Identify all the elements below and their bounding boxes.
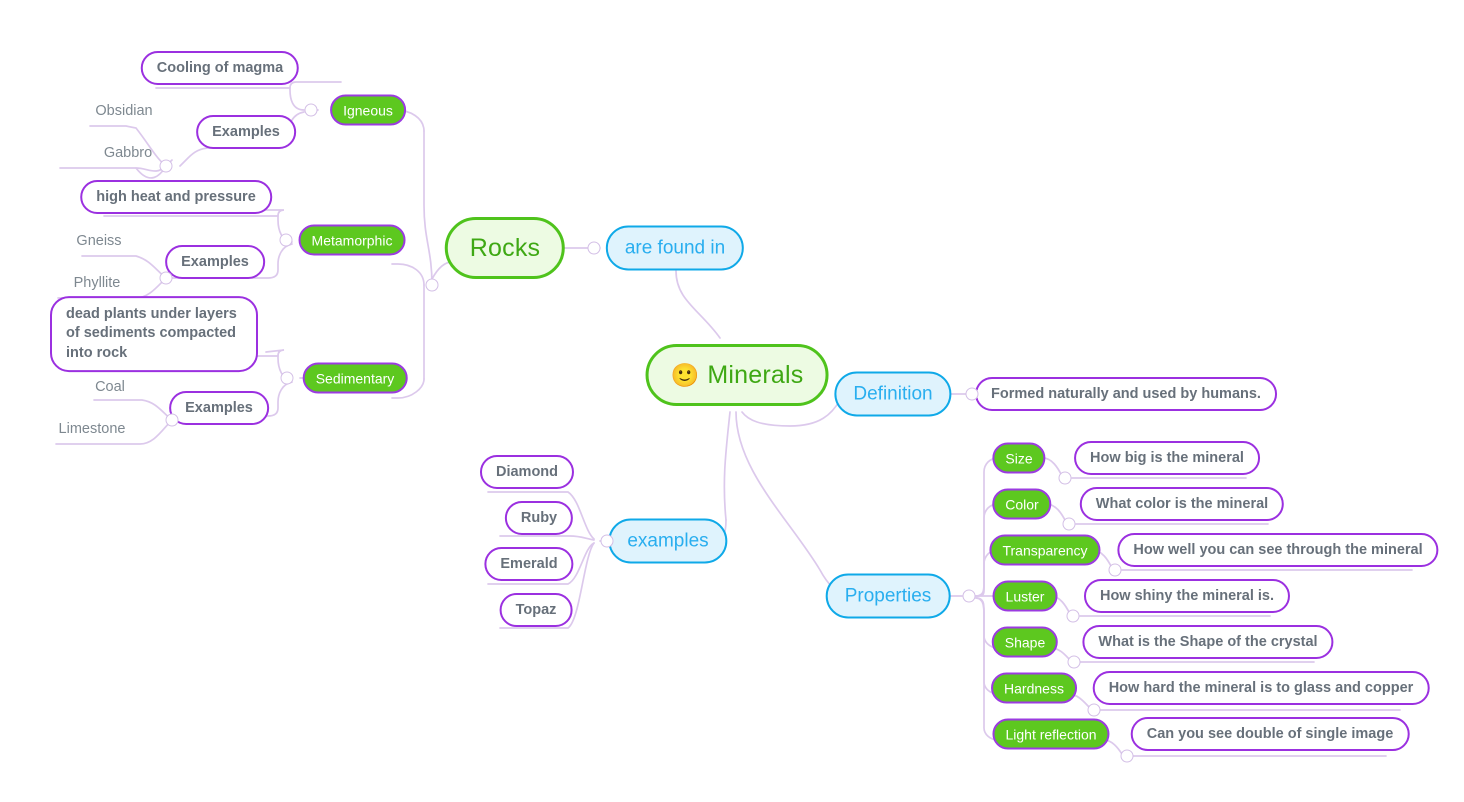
property-detail-light-reflection-label: Can you see double of single image — [1146, 726, 1394, 742]
mineral-example-topaz[interactable]: Topaz — [499, 593, 573, 627]
connector-dot-metamorphic — [279, 233, 293, 247]
connector-dot-prop-luster — [1066, 609, 1080, 623]
property-node-luster[interactable]: Luster — [992, 580, 1058, 612]
property-node-color-label: Color — [1005, 496, 1039, 512]
connector-dot-prop-transparency — [1108, 563, 1122, 577]
connector-dot-prop-size — [1058, 471, 1072, 485]
connector-dot-metamorphic-examples — [159, 271, 173, 285]
property-node-shape[interactable]: Shape — [991, 626, 1059, 658]
connector-dot-sedimentary — [280, 371, 294, 385]
relation-node-properties-label: Properties — [844, 585, 932, 606]
definition-detail-node[interactable]: Formed naturally and used by humans. — [975, 377, 1277, 411]
igneous-examples-label: Examples — [212, 124, 280, 140]
igneous-example-gabbro-label: Gabbro — [103, 145, 153, 161]
sedimentary-formation-node[interactable]: dead plants under layers of sediments co… — [50, 296, 258, 372]
igneous-examples-node[interactable]: Examples — [196, 115, 296, 149]
property-detail-luster-label: How shiny the mineral is. — [1099, 588, 1275, 604]
sedimentary-example-limestone-label: Limestone — [58, 421, 126, 437]
mineral-example-emerald[interactable]: Emerald — [484, 547, 574, 581]
metamorphic-formation-node[interactable]: high heat and pressure — [80, 180, 272, 214]
root-node-rocks[interactable]: Rocks — [444, 217, 566, 279]
property-detail-size-label: How big is the mineral — [1090, 450, 1244, 466]
property-node-hardness[interactable]: Hardness — [991, 672, 1077, 704]
rock-type-metamorphic-label: Metamorphic — [311, 232, 393, 248]
property-detail-hardness[interactable]: How hard the mineral is to glass and cop… — [1092, 671, 1430, 705]
mineral-example-diamond-label: Diamond — [495, 464, 559, 480]
root-node-rocks-label: Rocks — [469, 233, 541, 262]
definition-detail-label: Formed naturally and used by humans. — [991, 386, 1261, 402]
connector-dot-rocks-hub — [425, 278, 439, 292]
property-node-light-reflection[interactable]: Light reflection — [992, 718, 1110, 750]
rock-type-metamorphic[interactable]: Metamorphic — [298, 224, 406, 256]
property-detail-size[interactable]: How big is the mineral — [1074, 441, 1260, 475]
connector-dot-prop-color — [1062, 517, 1076, 531]
property-detail-transparency[interactable]: How well you can see through the mineral — [1117, 533, 1439, 567]
property-detail-shape-label: What is the Shape of the crystal — [1098, 634, 1318, 650]
connector-dot-prop-shape — [1067, 655, 1081, 669]
connector-dot-properties — [962, 589, 976, 603]
relation-node-are-found-in[interactable]: are found in — [605, 225, 745, 271]
mineral-example-topaz-label: Topaz — [515, 602, 557, 618]
igneous-example-obsidian-label: Obsidian — [95, 103, 153, 119]
relation-node-properties[interactable]: Properties — [825, 573, 951, 619]
mineral-example-emerald-label: Emerald — [500, 556, 558, 572]
igneous-example-gabbro[interactable]: Gabbro — [104, 145, 152, 161]
sedimentary-examples-label: Examples — [185, 400, 253, 416]
metamorphic-formation-label: high heat and pressure — [96, 189, 256, 205]
metamorphic-examples-label: Examples — [181, 254, 249, 270]
slightly-smiling-face-icon: 🙂 — [670, 361, 700, 388]
mineral-example-ruby[interactable]: Ruby — [504, 501, 574, 535]
sedimentary-examples-node[interactable]: Examples — [169, 391, 269, 425]
igneous-example-obsidian[interactable]: Obsidian — [95, 103, 152, 119]
mineral-example-ruby-label: Ruby — [520, 510, 558, 526]
property-node-shape-label: Shape — [1004, 634, 1046, 650]
sedimentary-formation-label: dead plants under layers of sediments co… — [66, 306, 237, 361]
property-node-transparency[interactable]: Transparency — [989, 534, 1101, 566]
relation-node-definition[interactable]: Definition — [834, 371, 952, 417]
connector-dot-prop-light-reflection — [1120, 749, 1134, 763]
sedimentary-example-coal-label: Coal — [95, 379, 125, 395]
rock-type-sedimentary-label: Sedimentary — [315, 370, 395, 386]
property-node-hardness-label: Hardness — [1004, 680, 1064, 696]
property-detail-color-label: What color is the mineral — [1095, 496, 1269, 512]
property-node-size-label: Size — [1005, 450, 1033, 466]
property-node-color[interactable]: Color — [992, 488, 1052, 520]
property-node-light-reflection-label: Light reflection — [1005, 726, 1097, 742]
connector-dot-igneous — [304, 103, 318, 117]
metamorphic-example-phyllite-label: Phyllite — [73, 275, 121, 291]
metamorphic-example-phyllite[interactable]: Phyllite — [74, 275, 121, 291]
metamorphic-example-gneiss[interactable]: Gneiss — [76, 233, 121, 249]
connector-dot-sedimentary-examples — [165, 413, 179, 427]
rock-type-igneous[interactable]: Igneous — [330, 94, 406, 126]
mineral-example-diamond[interactable]: Diamond — [479, 455, 575, 489]
root-node-minerals-label: Minerals — [707, 360, 804, 389]
property-detail-shape[interactable]: What is the Shape of the crystal — [1082, 625, 1334, 659]
relation-node-examples-label: examples — [627, 530, 709, 551]
property-node-transparency-label: Transparency — [1002, 542, 1088, 558]
connector-dot-examples — [600, 534, 614, 548]
property-detail-hardness-label: How hard the mineral is to glass and cop… — [1108, 680, 1414, 696]
rock-type-igneous-label: Igneous — [343, 102, 393, 118]
property-node-luster-label: Luster — [1005, 588, 1045, 604]
connector-dot-definition — [965, 387, 979, 401]
sedimentary-example-limestone[interactable]: Limestone — [59, 421, 126, 437]
igneous-formation-node[interactable]: Cooling of magma — [140, 51, 300, 85]
property-node-size[interactable]: Size — [992, 442, 1046, 474]
sedimentary-example-coal[interactable]: Coal — [95, 379, 125, 395]
root-node-minerals[interactable]: 🙂 Minerals — [645, 344, 829, 406]
connector-dot-rocks-relation — [587, 241, 601, 255]
relation-node-examples[interactable]: examples — [608, 518, 728, 564]
connector-dot-prop-hardness — [1087, 703, 1101, 717]
relation-node-are-found-in-label: are found in — [624, 237, 726, 258]
rock-type-sedimentary[interactable]: Sedimentary — [302, 362, 408, 394]
metamorphic-example-gneiss-label: Gneiss — [76, 233, 122, 249]
property-detail-light-reflection[interactable]: Can you see double of single image — [1130, 717, 1410, 751]
connector-dot-igneous-examples — [159, 159, 173, 173]
property-detail-color[interactable]: What color is the mineral — [1079, 487, 1285, 521]
igneous-formation-label: Cooling of magma — [156, 60, 284, 76]
property-detail-luster[interactable]: How shiny the mineral is. — [1083, 579, 1291, 613]
metamorphic-examples-node[interactable]: Examples — [165, 245, 265, 279]
property-detail-transparency-label: How well you can see through the mineral — [1133, 542, 1423, 558]
relation-node-definition-label: Definition — [853, 383, 933, 404]
